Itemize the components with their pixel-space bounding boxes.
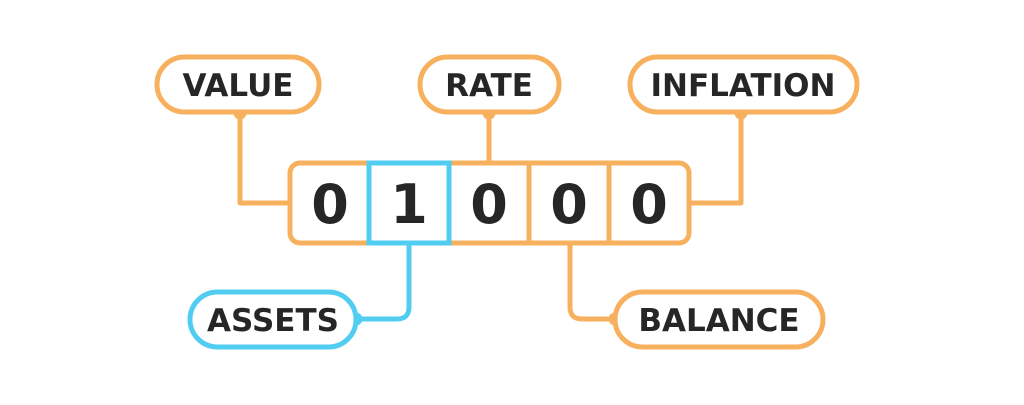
digit-box-highlighted xyxy=(366,160,452,246)
label-inflation-text: INFLATION xyxy=(651,68,836,104)
label-inflation: INFLATION xyxy=(627,54,860,115)
label-rate-text: RATE xyxy=(445,68,533,104)
label-rate: RATE xyxy=(417,54,562,115)
digit-5: 0 xyxy=(630,173,668,236)
digit-2: 1 xyxy=(390,173,428,236)
label-assets-pill xyxy=(187,289,359,350)
label-balance: BALANCE xyxy=(612,289,826,350)
label-value: VALUE xyxy=(154,54,322,115)
label-value-pill xyxy=(154,54,322,115)
label-balance-text: BALANCE xyxy=(638,303,799,339)
label-rate-pill xyxy=(417,54,562,115)
digit-3: 0 xyxy=(470,173,508,236)
label-value-text: VALUE xyxy=(183,68,294,104)
connector-inflation xyxy=(686,110,744,206)
connector-assets xyxy=(353,240,412,322)
digit-4: 0 xyxy=(550,173,588,236)
label-balance-pill xyxy=(612,289,826,350)
connector-balance xyxy=(567,240,618,322)
digit-row: 0 1 0 0 0 xyxy=(287,160,692,246)
digit-1: 0 xyxy=(311,173,349,236)
connector-value xyxy=(237,110,295,206)
label-assets: ASSETS xyxy=(187,289,359,350)
label-inflation-pill xyxy=(627,54,860,115)
label-assets-text: ASSETS xyxy=(207,303,339,339)
